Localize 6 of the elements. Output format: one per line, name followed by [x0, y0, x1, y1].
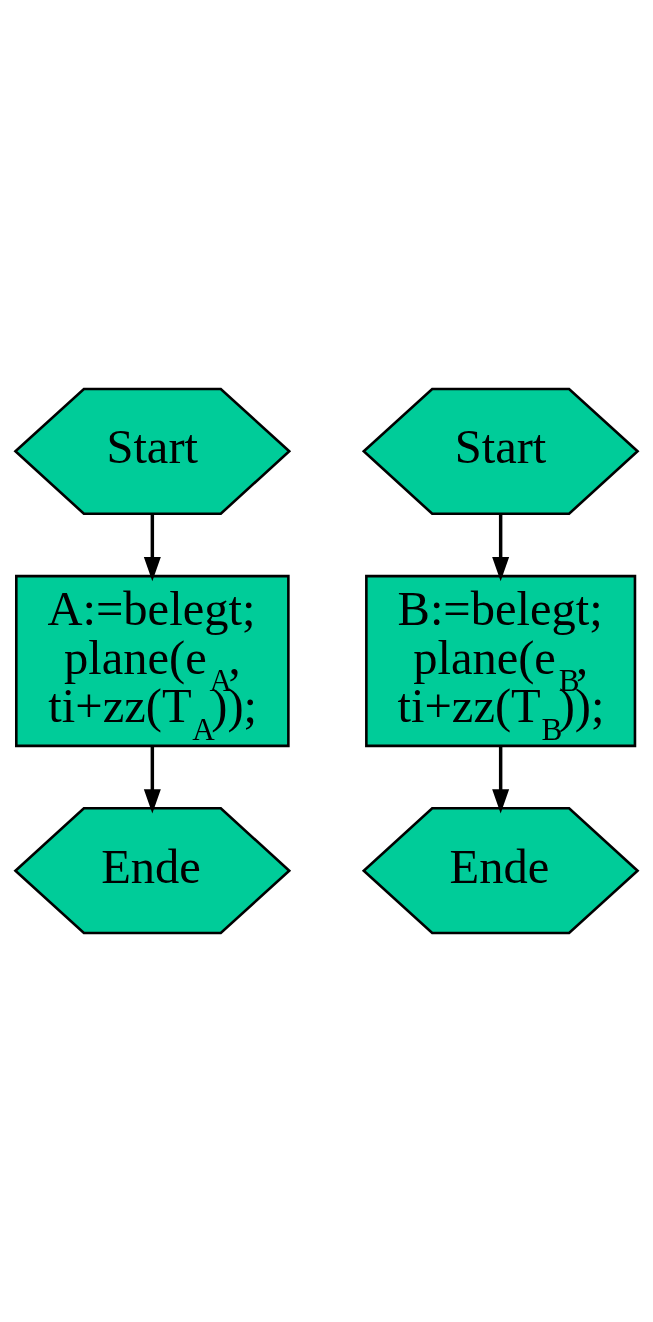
arrow	[492, 746, 510, 814]
node-box: B:=belegt; plane(e$_{B}$, ti+zz(T$_{B}$));	[365, 574, 637, 748]
arrow	[143, 746, 161, 814]
node-box: A:=belegt; plane(e$_{A}$, ti+zz(T$_{A}$));	[15, 574, 290, 748]
arrow	[492, 513, 510, 582]
arrow	[143, 513, 161, 582]
